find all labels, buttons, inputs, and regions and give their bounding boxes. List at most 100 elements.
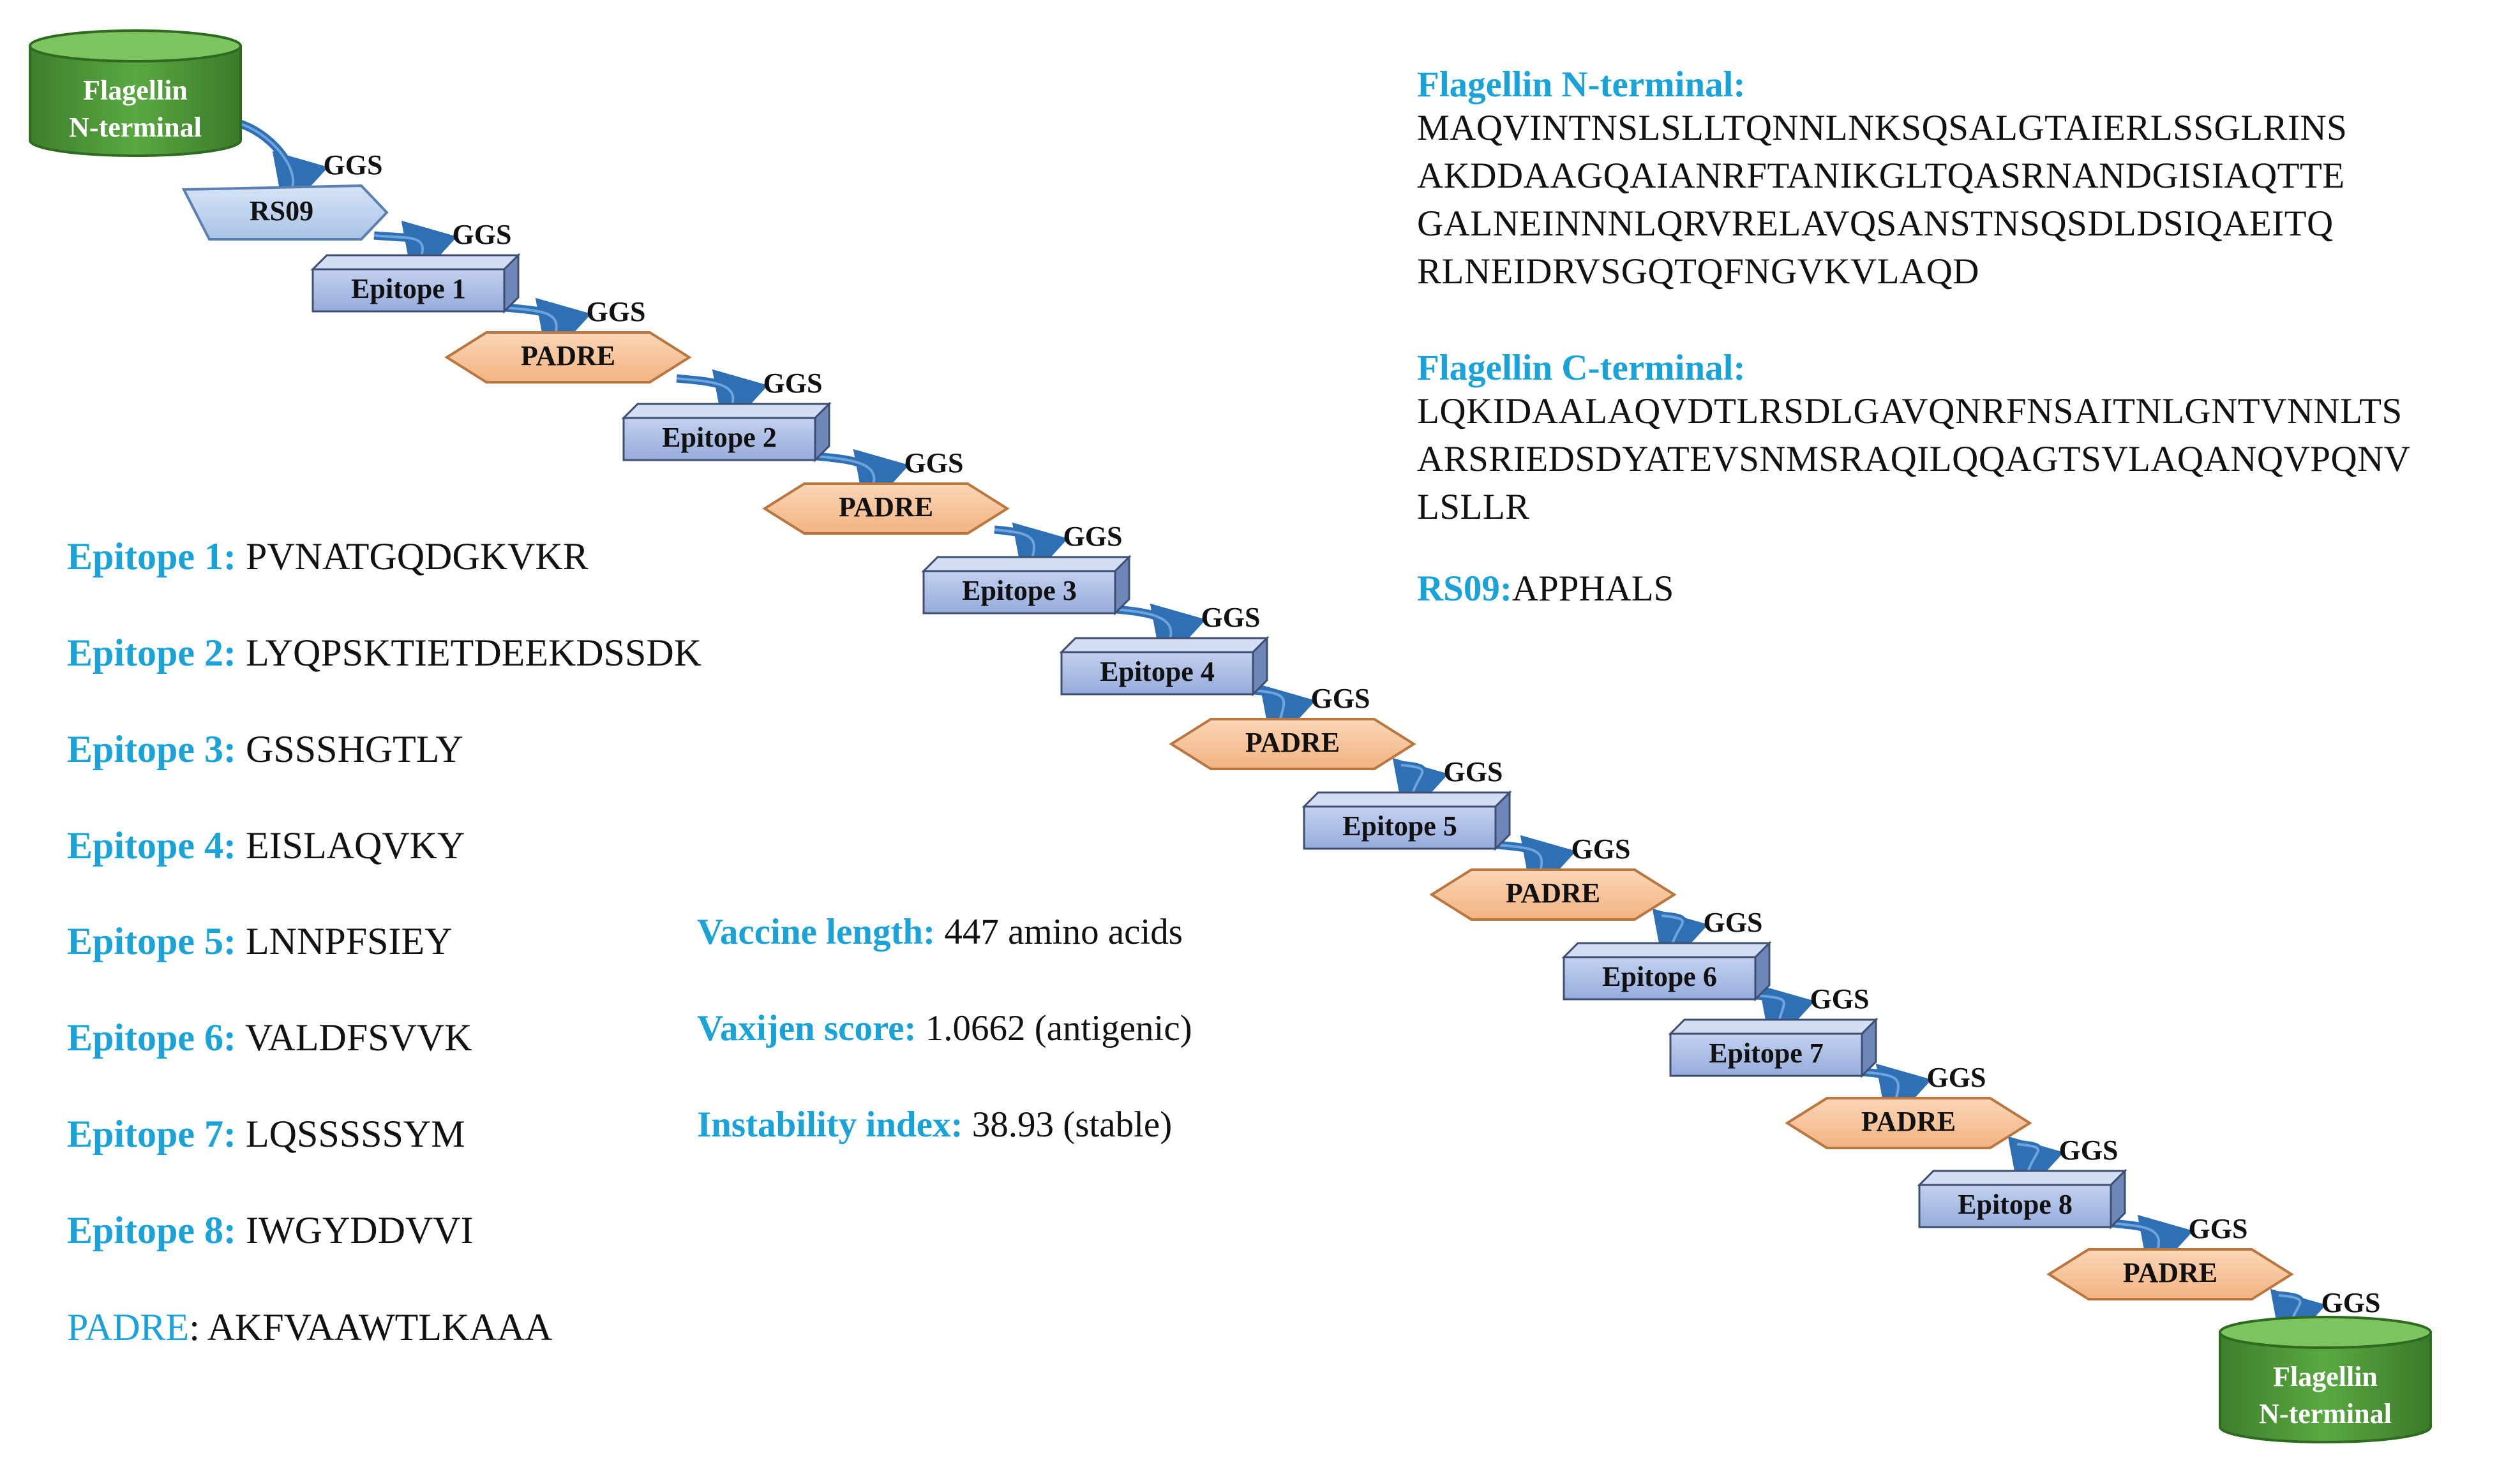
box-top-face: [921, 556, 1132, 572]
ggs-linker-label: GGS: [2321, 1287, 2381, 1318]
box-front-face: [1303, 805, 1497, 850]
flagellin-c-block: Flagellin C-terminal: LQKIDAALAQVDTLRSDL…: [1417, 349, 2410, 531]
epitope-block-label: Epitope 6: [1602, 961, 1717, 992]
cap-label-line-1: Flagellin: [2273, 1361, 2378, 1392]
linker-arrow-highlight: [505, 306, 558, 334]
linker-arrow: [2111, 1214, 2194, 1279]
box-front-face: [1918, 1184, 2112, 1228]
linker-arrow: [1496, 835, 1577, 899]
padre-hexagon: [1169, 718, 1416, 770]
vaxijen-score-value: 1.0662 (antigenic): [925, 1008, 1192, 1048]
instability-index-entry: Instability index: 38.93 (stable): [697, 1106, 1172, 1143]
epitope-block-label: Epitope 1: [351, 273, 466, 304]
box-front-face: [622, 417, 816, 461]
linker-arrow-highlight: [816, 455, 876, 486]
linker-arrow-highlight: [1254, 689, 1286, 721]
padre-block: PADRE: [444, 331, 692, 384]
cylinder-body: [29, 45, 242, 157]
vaxijen-score-entry: Vaxijen score: 1.0662 (antigenic): [697, 1010, 1192, 1046]
epitope-1-label: Epitope 1:: [67, 535, 237, 577]
epitope-3-label: Epitope 3:: [67, 728, 237, 770]
epitope-block-5: Epitope 5: [1301, 790, 1512, 851]
linker-arrow-highlight: [994, 528, 1035, 559]
epitope-2-label: Epitope 2:: [67, 632, 237, 674]
ggs-linker-label: GGS: [763, 368, 823, 399]
padre-hexagon: [444, 331, 692, 384]
rs09-pentagon: [181, 184, 389, 241]
padre-separator: :: [189, 1306, 200, 1348]
linker-arrow-highlight: [2016, 1143, 2039, 1173]
vaxijen-score-label: Vaxijen score:: [697, 1008, 917, 1048]
ggs-linker-label: GGS: [1571, 833, 1631, 865]
ggs-linker-label: GGS: [587, 296, 646, 327]
epitope-8-entry: Epitope 8: IWGYDDVVI: [67, 1211, 474, 1249]
linker-arrow: [994, 522, 1069, 586]
instability-index-label: Instability index:: [697, 1105, 963, 1145]
ggs-linker-label: GGS: [1444, 756, 1503, 787]
epitope-block-label: Epitope 7: [1709, 1038, 1824, 1069]
epitope-6-label: Epitope 6:: [67, 1016, 237, 1059]
padre-block: PADRE: [1429, 868, 1677, 921]
flagellin-c-line: LQKIDAALAQVDTLRSDLGAVQNRFNSAITNLGNTVNNLT…: [1417, 391, 2403, 431]
box-top-face: [1561, 942, 1772, 958]
epitope-4-label: Epitope 4:: [67, 824, 237, 867]
padre-sequence: AKFVAAWTLKAAA: [199, 1306, 553, 1348]
linker-arrow-highlight: [1863, 1071, 1900, 1100]
padre-block-label: PADRE: [521, 340, 615, 371]
rs09-block-label: RS09: [250, 195, 313, 227]
ggs-linker-label: GGS: [904, 447, 964, 479]
ggs-linker-label: GGS: [1704, 907, 1763, 938]
box-top-face: [1917, 1170, 2127, 1186]
box-front-face: [1060, 651, 1254, 696]
epitope-5-label: Epitope 5:: [67, 920, 237, 962]
epitope-5-sequence: LNNPFSIEY: [246, 920, 453, 962]
linker-arrow-highlight: [1661, 914, 1684, 945]
padre-block-label: PADRE: [1861, 1106, 1956, 1137]
box-top-face: [1059, 637, 1270, 653]
vaccine-length-value: 447 amino acids: [944, 912, 1183, 952]
epitope-block-1: Epitope 1: [310, 253, 521, 314]
padre-block-label: PADRE: [1506, 877, 1600, 909]
cap-label-line-2: N-terminal: [69, 112, 202, 143]
epitope-2-sequence: LYQPSKTIETDEEKDSSDK: [246, 632, 702, 674]
padre-block: PADRE: [2046, 1248, 2294, 1300]
padre-block-label: PADRE: [1245, 727, 1340, 758]
linker-arrow-highlight: [2111, 1222, 2160, 1251]
epitope-7-entry: Epitope 7: LQSSSSSYM: [67, 1115, 465, 1153]
padre-block: PADRE: [762, 482, 1010, 535]
padre-block: PADRE: [1785, 1097, 2032, 1149]
padre-hexagon: [2046, 1248, 2294, 1300]
epitope-1-entry: Epitope 1: PVNATGQDGKVKR: [67, 537, 589, 576]
flagellin-n-line: GALNEINNNLQRVRELAVQSANSTNSQSDLDSIQAEITQ: [1417, 204, 2334, 244]
linker-arrow-highlight: [1496, 844, 1543, 872]
cylinder-top: [2219, 1316, 2432, 1349]
epitope-3-entry: Epitope 3: GSSSHGTLY: [67, 730, 463, 768]
padre-hexagon: [762, 482, 1010, 535]
epitope-6-entry: Epitope 6: VALDFSVVK: [67, 1018, 472, 1057]
ggs-linker-label: GGS: [453, 219, 512, 250]
rs09-entry: RS09:APPHALS: [1417, 570, 1674, 608]
flagellin-n-line: RLNEIDRVSGQTQFNGVKVLAQD: [1417, 251, 1979, 292]
box-top-face: [1668, 1018, 1879, 1035]
padre-block: PADRE: [1169, 718, 1416, 770]
epitope-8-label: Epitope 8:: [67, 1209, 237, 1251]
vaccine-length-label: Vaccine length:: [697, 912, 936, 952]
epitope-block-4: Epitope 4: [1059, 636, 1270, 697]
padre-entry: PADRE: AKFVAAWTLKAAA: [67, 1308, 552, 1346]
epitope-2-entry: Epitope 2: LYQPSKTIETDEEKDSSDK: [67, 634, 701, 672]
linker-arrow-highlight: [1400, 764, 1424, 794]
cylinder-body: [2219, 1331, 2432, 1443]
instability-index-value: 38.93 (stable): [971, 1105, 1173, 1145]
linker-arrow: [505, 297, 592, 362]
epitope-block-label: Epitope 5: [1342, 810, 1457, 842]
ggs-linker-label: GGS: [324, 149, 383, 181]
flagellin-c-line: ARSRIEDSDYATEVSNMSRAQILQQAGTSVLAQANQVPQN…: [1417, 439, 2411, 479]
linker-arrow-highlight: [1756, 994, 1785, 1022]
epitope-4-sequence: EISLAQVKY: [246, 824, 465, 867]
epitope-5-entry: Epitope 5: LNNPFSIEY: [67, 922, 452, 960]
epitope-3-sequence: GSSSHGTLY: [246, 728, 463, 770]
ggs-linker-label: GGS: [2059, 1135, 2119, 1166]
